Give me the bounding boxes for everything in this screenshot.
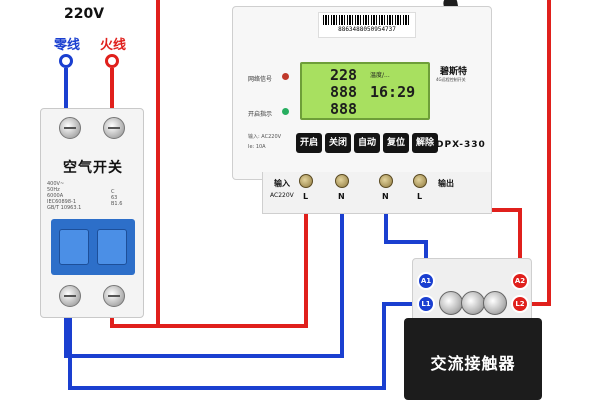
- terminal-badge-a2: A2: [511, 272, 529, 290]
- neutral-label: 零线: [54, 38, 81, 53]
- terminal-label-out-n: N: [382, 192, 389, 201]
- terminal-badge-l1: L1: [417, 295, 435, 313]
- indicator-label-power: 开启指示: [248, 111, 273, 118]
- contactor-title: 交流接触器: [430, 354, 516, 373]
- live-wire-breaker-to-controller: [110, 186, 308, 328]
- terminal-badge-l2: L2: [511, 295, 529, 313]
- breaker-spec-line: 63: [111, 195, 118, 201]
- terminal-label-in-l: L: [303, 192, 309, 201]
- release-button[interactable]: 解除: [412, 133, 438, 153]
- breaker-spec-line: GB/T 10963.1: [47, 205, 82, 211]
- breaker-spec-line: 6000A: [47, 193, 64, 199]
- live-label: 火线: [100, 38, 127, 53]
- breaker-handle-left[interactable]: [59, 229, 89, 265]
- lcd-row2-value: 888: [330, 83, 358, 101]
- terminal-screw-out-l: [413, 174, 427, 188]
- breaker-spec-line: B1.6: [111, 201, 123, 207]
- lcd-clock: 16:29: [370, 83, 416, 101]
- open-button[interactable]: 开启: [296, 133, 322, 153]
- breaker-top-screw-l: [103, 117, 125, 139]
- model-number: DPX-330: [436, 140, 486, 150]
- live-wire-right: [530, 0, 551, 306]
- terminal-badge-a1: A1: [417, 272, 435, 290]
- input-voltage-label: AC220V: [270, 192, 294, 199]
- contactor-screw-left: [439, 291, 463, 315]
- serial-label: 8863488050954737: [318, 12, 416, 38]
- breaker-bottom-screw-n: [59, 285, 81, 307]
- breaker-title: 空气开关: [63, 160, 123, 176]
- output-label: 输出: [438, 179, 454, 188]
- breaker-spec: 400V~ 50Hz 6000A IEC60898-1 GB/T 10963.1: [47, 181, 81, 211]
- breaker-handle-housing: [51, 219, 135, 275]
- controller-terminal-block: [262, 172, 492, 214]
- rating-line: Ie: 10A: [248, 144, 266, 150]
- lcd-row1-value: 228: [330, 66, 358, 84]
- terminal-screw-in-l: [299, 174, 313, 188]
- breaker-handle-right[interactable]: [97, 229, 127, 265]
- breaker-bottom-screw-l: [103, 285, 125, 307]
- contactor-screw-mid: [461, 291, 485, 315]
- breaker-top-screw-n: [59, 117, 81, 139]
- reset-button[interactable]: 复位: [383, 133, 409, 153]
- neutral-wire-breaker-to-controller: [64, 186, 344, 358]
- close-button[interactable]: 关闭: [325, 133, 351, 153]
- terminal-screw-in-n: [335, 174, 349, 188]
- air-breaker: 空气开关 400V~ 50Hz 6000A IEC60898-1 GB/T 10…: [40, 108, 144, 318]
- neutral-supply-terminal: [59, 54, 73, 68]
- lcd-row3-value: 888: [330, 100, 358, 118]
- neutral-wire-l1: [68, 302, 416, 390]
- breaker-spec-line: IEC60898-1: [47, 199, 77, 205]
- rating-line: 输入: AC220V: [248, 134, 282, 140]
- contactor-top: [412, 258, 532, 322]
- terminal-label-in-n: N: [338, 192, 345, 201]
- supply-voltage: 220V: [64, 6, 105, 22]
- contactor-screw-right: [483, 291, 507, 315]
- contactor-body: [404, 318, 542, 400]
- terminal-label-out-l: L: [417, 192, 423, 201]
- breaker-spec-line: 50Hz: [47, 187, 60, 193]
- neutral-wire-controller-to-a1: [384, 186, 428, 272]
- breaker-spec-line: 400V~: [47, 181, 65, 187]
- lcd-row1-tag: 温度/...: [370, 72, 390, 79]
- brand-name: 碧斯特: [440, 67, 468, 77]
- serial-number: 8863488050954737: [338, 26, 396, 33]
- auto-button[interactable]: 自动: [354, 133, 380, 153]
- power-led: [282, 108, 289, 115]
- brand-subtitle: 4G远程控制开关: [436, 77, 466, 82]
- indicator-label-signal: 网络信号: [248, 76, 273, 83]
- barcode-icon: [323, 15, 411, 25]
- breaker-spec-right: C 63 B1.6: [111, 189, 122, 207]
- breaker-spec-line: C: [111, 189, 115, 195]
- controller-ratings: 输入: AC220V Ie: 10A: [248, 132, 281, 152]
- terminal-screw-out-n: [379, 174, 393, 188]
- signal-led: [282, 73, 289, 80]
- input-label: 输入: [274, 179, 290, 188]
- lcd-display: 228 温度/... 888 16:29 888: [300, 62, 430, 120]
- live-supply-terminal: [105, 54, 119, 68]
